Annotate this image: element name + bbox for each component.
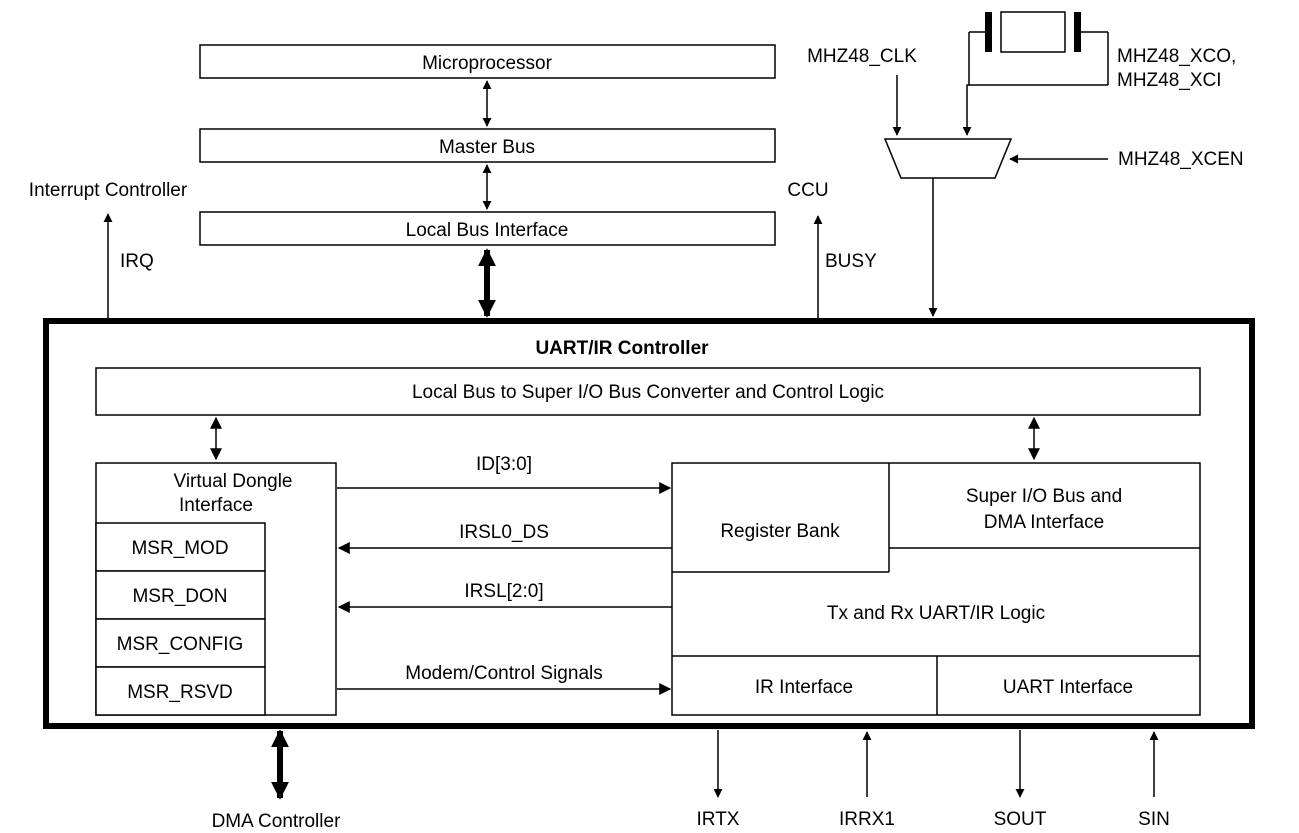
register-bank-label: Register Bank (720, 521, 840, 542)
microprocessor-block: Microprocessor (199, 44, 776, 79)
mhz48-clk-label: MHZ48_CLK (807, 46, 917, 67)
local-bus-interface-block: Local Bus Interface (199, 211, 776, 246)
msr-mod-label: MSR_MOD (131, 538, 228, 559)
sin-label: SIN (1138, 809, 1170, 830)
vdi-label-line1: Virtual Dongle (173, 471, 292, 492)
bus-converter-block: Local Bus to Super I/O Bus Converter and… (95, 367, 1201, 416)
mhz48-xco-label: MHZ48_XCO, (1117, 46, 1236, 67)
irq-label: IRQ (120, 251, 154, 272)
dma-controller-label: DMA Controller (212, 811, 341, 832)
msr-don-label: MSR_DON (132, 586, 227, 607)
irrx1-label: IRRX1 (839, 809, 895, 830)
master-bus-block: Master Bus (199, 128, 776, 163)
irsl0-ds-signal-label: IRSL0_DS (459, 522, 549, 543)
mhz48-xcen-label: MHZ48_XCEN (1118, 149, 1244, 170)
controller-title: UART/IR Controller (535, 338, 709, 359)
irtx-label: IRTX (697, 809, 740, 830)
ir-interface-label: IR Interface (755, 677, 853, 698)
crystal-icon (962, 11, 1109, 136)
bus-converter-label: Local Bus to Super I/O Bus Converter and… (412, 382, 884, 403)
superio-label-line2: DMA Interface (984, 512, 1104, 533)
mhz48-xci-label: MHZ48_XCI (1117, 70, 1222, 91)
logic-block: Register Bank Super I/O Bus and DMA Inte… (671, 462, 1201, 716)
ccu-label: CCU (787, 180, 828, 201)
sout-label: SOUT (994, 809, 1047, 830)
uart-interface-label: UART Interface (1003, 677, 1133, 698)
microprocessor-label: Microprocessor (422, 53, 553, 74)
master-bus-label: Master Bus (439, 137, 535, 158)
interrupt-controller-label: Interrupt Controller (29, 180, 188, 201)
msr-config-label: MSR_CONFIG (117, 634, 244, 655)
busy-label: BUSY (825, 251, 877, 272)
superio-label-line1: Super I/O Bus and (966, 486, 1122, 507)
txrx-logic-label: Tx and Rx UART/IR Logic (827, 603, 1045, 624)
local-bus-interface-label: Local Bus Interface (406, 220, 569, 241)
virtual-dongle-interface-block: Virtual Dongle Interface MSR_MOD MSR_DON… (95, 462, 337, 716)
id-signal-label: ID[3:0] (476, 454, 532, 475)
irsl-signal-label: IRSL[2:0] (464, 581, 543, 602)
vdi-label-line2: Interface (179, 495, 253, 516)
clock-mux-icon (883, 138, 1013, 179)
modem-signal-label: Modem/Control Signals (405, 663, 602, 684)
msr-rsvd-label: MSR_RSVD (127, 682, 233, 703)
